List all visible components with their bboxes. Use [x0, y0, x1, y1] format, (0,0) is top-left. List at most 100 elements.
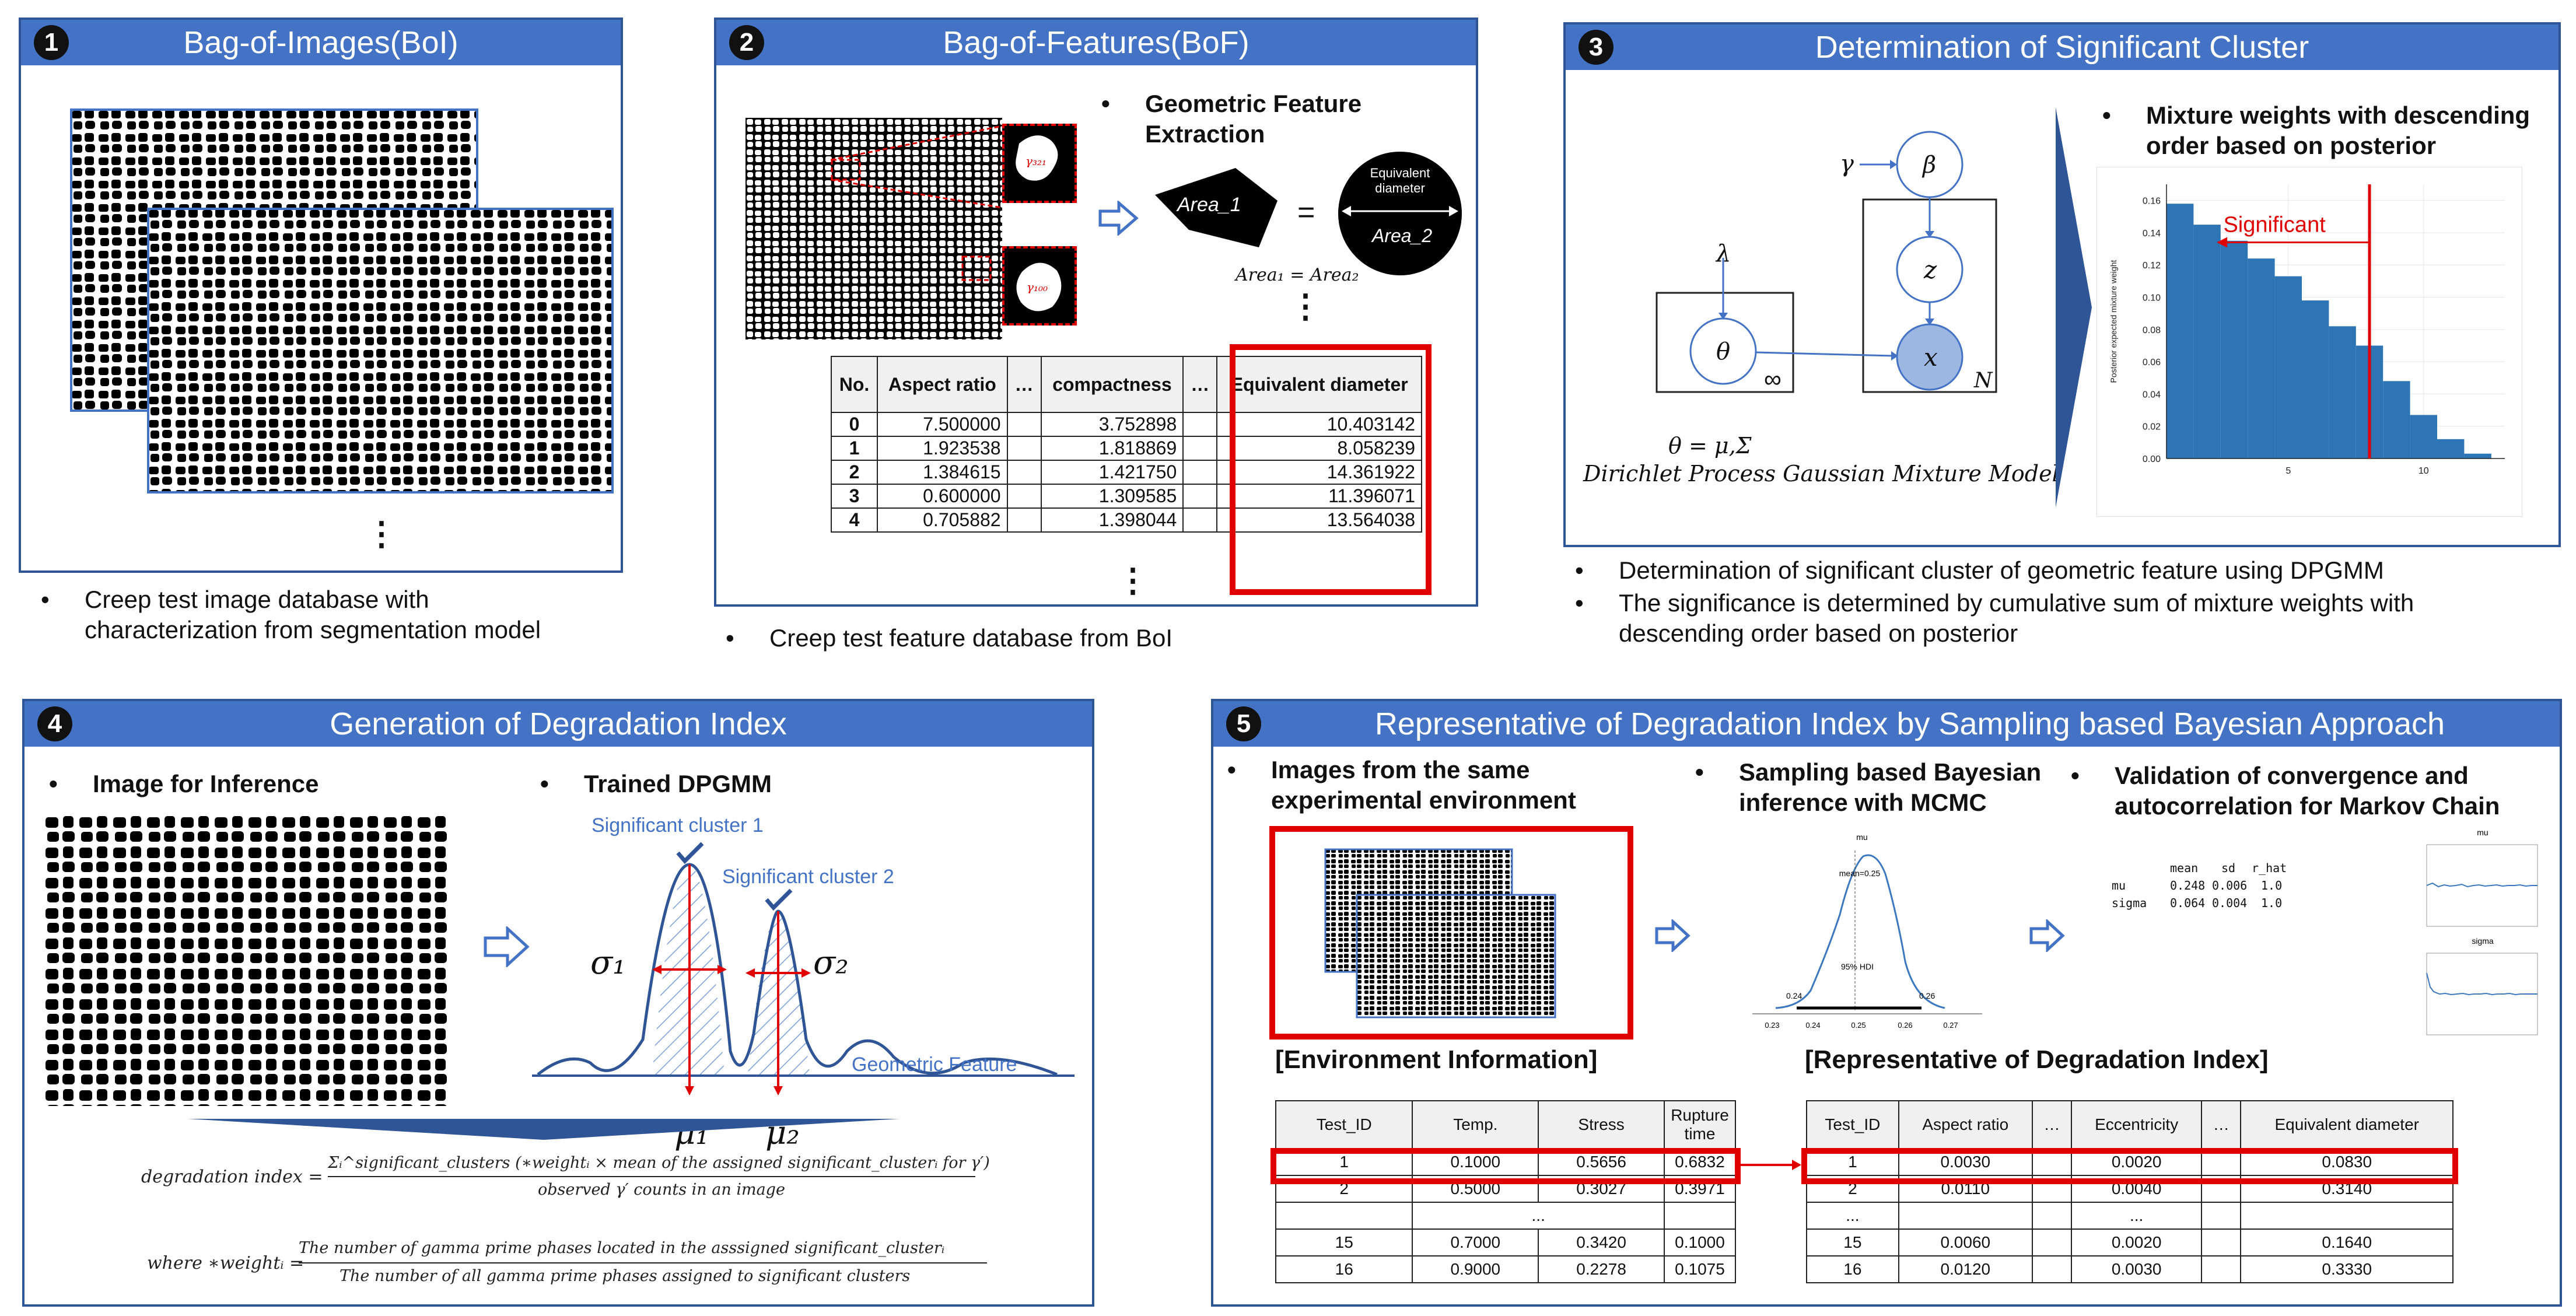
- table-cell: [2240, 1202, 2454, 1230]
- significant-cluster-2-label: Significant cluster 2: [722, 866, 894, 888]
- chart-y-tick: 0.12: [2143, 261, 2161, 271]
- table-cell: 15: [1275, 1228, 1413, 1256]
- model-caption: Dirichlet Process Gaussian Mixture Model: [1583, 461, 2059, 487]
- column-header: Rupture time: [1664, 1100, 1736, 1149]
- sigma2-label: σ₂: [813, 944, 849, 982]
- table-cell: 0.9000: [1412, 1255, 1539, 1283]
- table-cell: 0.0030: [2071, 1255, 2203, 1283]
- panel-title: Bag-of-Features(BoF): [716, 20, 1476, 65]
- summary-header: r_hat: [2252, 861, 2287, 875]
- table-cell: 7.500000: [877, 412, 1008, 437]
- equivalent-diameter-label: Equivalent diameter: [1370, 166, 1430, 195]
- table-row: ......: [1806, 1202, 2454, 1230]
- image-inference-heading: •Image for Inference: [49, 770, 319, 797]
- summary-cell: 0.006: [2212, 878, 2248, 892]
- panel-number-badge: 1: [34, 25, 69, 60]
- trace-title: sigma: [2472, 936, 2494, 946]
- posterior-hdi: 95% HDI: [1841, 962, 1874, 971]
- diameter-arrow: [1342, 206, 1458, 216]
- column-header: …: [2201, 1100, 2242, 1149]
- dpgmm-density-plot: [532, 842, 1074, 1096]
- table-cell: 1.421750: [1040, 460, 1184, 485]
- chart-bar: [2166, 204, 2194, 459]
- summary-cell: 0.248: [2170, 878, 2206, 892]
- table-cell: [2031, 1255, 2073, 1283]
- table-cell: 0.7000: [1412, 1228, 1539, 1256]
- mcmc-heading: •Sampling based Bayesian inference with …: [1695, 758, 2042, 816]
- chart-annotation: Significant: [2223, 213, 2326, 237]
- mcmc-summary-table: mean sd r_hat mu 0.248 0.006 1.0 sigma 0…: [2112, 860, 2287, 924]
- summary-header: mean: [2170, 861, 2199, 875]
- posterior-hdi-high: 0.26: [1919, 991, 1935, 1000]
- zoom-grain-1: γ₃₂₁: [1002, 124, 1077, 203]
- posterior-tick: 0.27: [1943, 1021, 1958, 1030]
- equivalent-circle: [1338, 152, 1462, 275]
- posterior-tick: 0.23: [1765, 1021, 1779, 1030]
- summary-cell: 1.0: [2261, 878, 2283, 892]
- table-cell: 0.0020: [2071, 1228, 2203, 1256]
- table-cell: ...: [1412, 1202, 1665, 1230]
- column-header: compactness: [1040, 356, 1184, 413]
- node-x-label: x: [1924, 343, 1938, 372]
- summary-cell: 0.064: [2170, 896, 2206, 910]
- test1-env-highlight: [1270, 1148, 1741, 1184]
- table-cell: 4: [830, 508, 878, 533]
- divider-bar: [188, 1119, 900, 1140]
- significant-cluster-1-label: Significant cluster 1: [592, 814, 764, 836]
- grain-blob-icon: [1016, 135, 1058, 181]
- table-cell: [1182, 460, 1218, 485]
- panel-title: Representative of Degradation Index by S…: [1213, 701, 2560, 747]
- panel-number-badge: 2: [729, 25, 764, 60]
- column-header: No.: [830, 356, 878, 413]
- segmented-image: [746, 118, 1002, 340]
- chart-y-tick: 0.00: [2143, 454, 2161, 464]
- table-cell: 10.403142: [1216, 412, 1422, 437]
- convergence-heading: •Validation of convergence and autocorre…: [2071, 762, 2500, 820]
- table-cell: [1182, 412, 1218, 437]
- table-cell: 0: [830, 412, 878, 437]
- table-cell: 0.3420: [1538, 1228, 1665, 1256]
- chart-bar: [2464, 453, 2491, 459]
- table-cell: 1.398044: [1040, 508, 1184, 533]
- summary-header: sd: [2221, 861, 2236, 875]
- column-header: …: [1006, 356, 1042, 413]
- ellipsis: ⋮: [1289, 288, 1322, 324]
- table-cell: 16: [1275, 1255, 1413, 1283]
- area1-label: Area_1: [1177, 194, 1241, 216]
- panel-number-badge: 3: [1578, 30, 1614, 65]
- column-header: Aspect ratio: [877, 356, 1008, 413]
- chart-x-tick: 5: [2286, 466, 2291, 476]
- posterior-tick: 0.26: [1898, 1021, 1912, 1030]
- posterior-plot: mu mean=0.25 95% HDI 0.24 0.26 0.23 0.24…: [1752, 833, 1982, 1030]
- panel-number-badge: 5: [1226, 706, 1261, 741]
- right-arrow-icon: [1098, 201, 1139, 236]
- trace-plots: mu sigma: [2426, 828, 2538, 1035]
- p2-bullet: •Creep test feature database from BoI: [726, 624, 1173, 652]
- degradation-index-numerator: Σᵢ^significant_clusters (∗weightᵢ × mean…: [328, 1154, 990, 1172]
- table-cell: 16: [1806, 1255, 1899, 1283]
- panel-title: Generation of Degradation Index: [24, 701, 1092, 747]
- same-environment-heading: •Images from the same experimental envir…: [1227, 756, 1576, 814]
- column-header: Test_ID: [1806, 1100, 1899, 1149]
- right-arrow-icon: [2029, 919, 2065, 952]
- node-gamma-label: γ: [1840, 150, 1854, 177]
- table-cell: 1: [830, 436, 878, 461]
- table-header-row: Test_ID Aspect ratio … Eccentricity … Eq…: [1806, 1100, 2454, 1149]
- table-cell: [1006, 412, 1042, 437]
- table-cell: 3: [830, 484, 878, 509]
- panel-title: Determination of Significant Cluster: [1566, 24, 2558, 70]
- chart-y-tick: 0.04: [2143, 390, 2161, 400]
- chart-y-tick: 0.16: [2143, 197, 2161, 206]
- posterior-tick: 0.25: [1851, 1021, 1866, 1030]
- table-cell: 0.0060: [1898, 1228, 2033, 1256]
- plate-n-label: N: [1974, 369, 1993, 393]
- degradation-index-denominator: observed γ′ counts in an image: [538, 1181, 785, 1199]
- column-header: …: [1182, 356, 1218, 413]
- table-cell: [1182, 484, 1218, 509]
